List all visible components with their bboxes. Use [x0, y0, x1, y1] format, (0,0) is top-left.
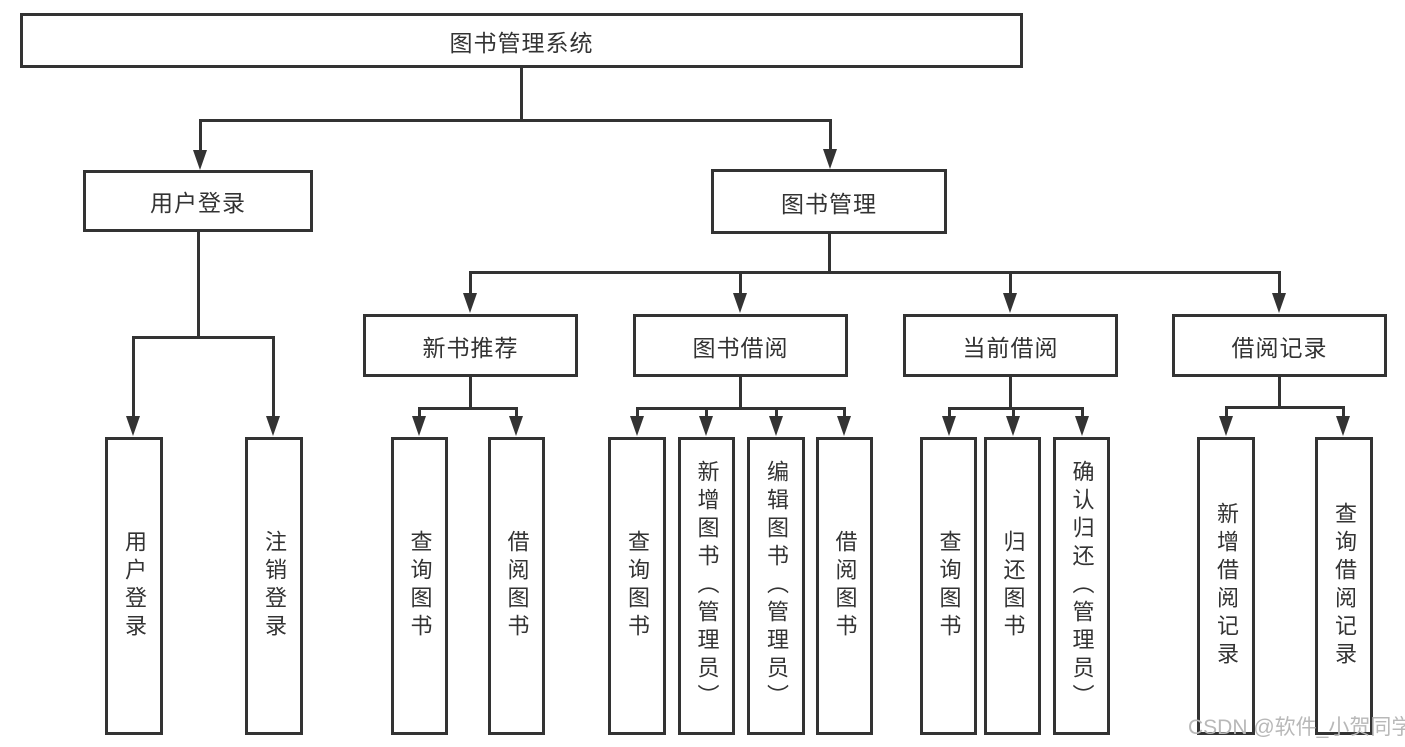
node-query-borrow-record: 查询借阅记录 — [1315, 437, 1373, 735]
node-label: 查询图书 — [936, 530, 962, 642]
node-label: 用户登录 — [150, 190, 246, 216]
arrowhead-icon — [509, 416, 523, 436]
node-label: 查询借阅记录 — [1332, 502, 1357, 670]
connector-line — [515, 407, 518, 421]
csdn-watermark: CSDN @软件_小贺同学 — [1188, 716, 1405, 739]
connector-line — [520, 68, 523, 119]
node-label: 查询图书 — [407, 530, 433, 642]
node-label: 注销登录 — [262, 530, 287, 642]
node-label: 用户登录 — [122, 530, 147, 642]
connector-line — [199, 119, 832, 122]
connector-line — [1342, 406, 1345, 421]
node-label: 归还图书 — [1000, 530, 1026, 642]
node-query-books-3: 查询图书 — [920, 437, 977, 735]
arrowhead-icon — [699, 416, 713, 436]
connector-line — [843, 407, 846, 421]
node-return-books: 归还图书 — [984, 437, 1041, 735]
connector-line — [1012, 407, 1015, 421]
arrowhead-icon — [412, 416, 426, 436]
connector-line — [636, 407, 846, 410]
node-book-management: 图书管理 — [711, 169, 947, 234]
node-new-book-recommend: 新书推荐 — [363, 314, 578, 377]
connector-line — [1278, 271, 1281, 297]
node-label: 借阅图书 — [504, 530, 530, 642]
arrowhead-icon — [733, 293, 747, 313]
arrowhead-icon — [823, 149, 837, 169]
node-label: 借阅图书 — [832, 530, 858, 642]
node-confirm-return-admin: 确认归还（管理员） — [1053, 437, 1110, 735]
arrowhead-icon — [1006, 416, 1020, 436]
connector-line — [1009, 271, 1012, 297]
node-label: 查询图书 — [625, 530, 650, 642]
connector-line — [948, 407, 951, 421]
connector-line — [418, 407, 518, 410]
connector-line — [739, 377, 742, 407]
connector-line — [739, 271, 742, 297]
node-label: 图书管理 — [781, 190, 877, 217]
connector-line — [272, 336, 275, 420]
connector-line — [828, 234, 831, 274]
node-add-books-admin: 新增图书（管理员） — [678, 437, 735, 735]
node-label: 图书借阅 — [692, 334, 789, 361]
connector-line — [1225, 406, 1228, 421]
node-user-login: 用户登录 — [83, 170, 313, 232]
node-label: 图书管理系统 — [449, 29, 594, 56]
node-borrow-records: 借阅记录 — [1172, 314, 1387, 377]
connector-line — [199, 119, 202, 153]
node-logout: 注销登录 — [245, 437, 303, 735]
arrowhead-icon — [1272, 293, 1286, 313]
node-label: 新增图书（管理员） — [694, 460, 720, 712]
arrowhead-icon — [630, 416, 644, 436]
connector-line — [775, 407, 778, 421]
node-label: 确认归还（管理员） — [1069, 460, 1095, 712]
connector-line — [469, 271, 472, 297]
arrowhead-icon — [1336, 416, 1350, 436]
connector-line — [829, 119, 832, 152]
node-user-login-leaf: 用户登录 — [105, 437, 163, 735]
arrowhead-icon — [1219, 416, 1233, 436]
arrowhead-icon — [193, 150, 207, 170]
connector-line — [1009, 377, 1012, 407]
connector-line — [197, 232, 200, 336]
node-root-library-system: 图书管理系统 — [20, 13, 1023, 68]
node-label: 当前借阅 — [962, 334, 1059, 361]
node-add-borrow-record: 新增借阅记录 — [1197, 437, 1255, 735]
arrowhead-icon — [1003, 293, 1017, 313]
node-query-books-2: 查询图书 — [608, 437, 666, 735]
connector-line — [705, 407, 708, 421]
node-edit-books-admin: 编辑图书（管理员） — [747, 437, 805, 735]
connector-line — [1225, 406, 1345, 409]
arrowhead-icon — [769, 416, 783, 436]
connector-line — [1081, 407, 1084, 421]
connector-line — [469, 377, 472, 407]
node-current-borrow: 当前借阅 — [903, 314, 1118, 377]
connector-line — [132, 336, 275, 339]
arrowhead-icon — [1075, 416, 1089, 436]
arrowhead-icon — [463, 293, 477, 313]
node-borrow-books-2: 借阅图书 — [816, 437, 873, 735]
arrowhead-icon — [837, 416, 851, 436]
node-label: 编辑图书（管理员） — [764, 460, 789, 712]
connector-line — [1278, 377, 1281, 406]
arrowhead-icon — [266, 416, 280, 436]
node-label: 借阅记录 — [1231, 334, 1328, 361]
connector-line — [636, 407, 639, 421]
arrowhead-icon — [942, 416, 956, 436]
connector-line — [469, 271, 1281, 274]
connector-line — [132, 336, 135, 420]
node-query-books-1: 查询图书 — [391, 437, 448, 735]
node-borrow-books-1: 借阅图书 — [488, 437, 545, 735]
node-label: 新增借阅记录 — [1214, 502, 1239, 670]
node-label: 新书推荐 — [422, 334, 519, 361]
connector-line — [418, 407, 421, 421]
connector-line — [948, 407, 1083, 410]
arrowhead-icon — [126, 416, 140, 436]
node-book-borrow: 图书借阅 — [633, 314, 848, 377]
